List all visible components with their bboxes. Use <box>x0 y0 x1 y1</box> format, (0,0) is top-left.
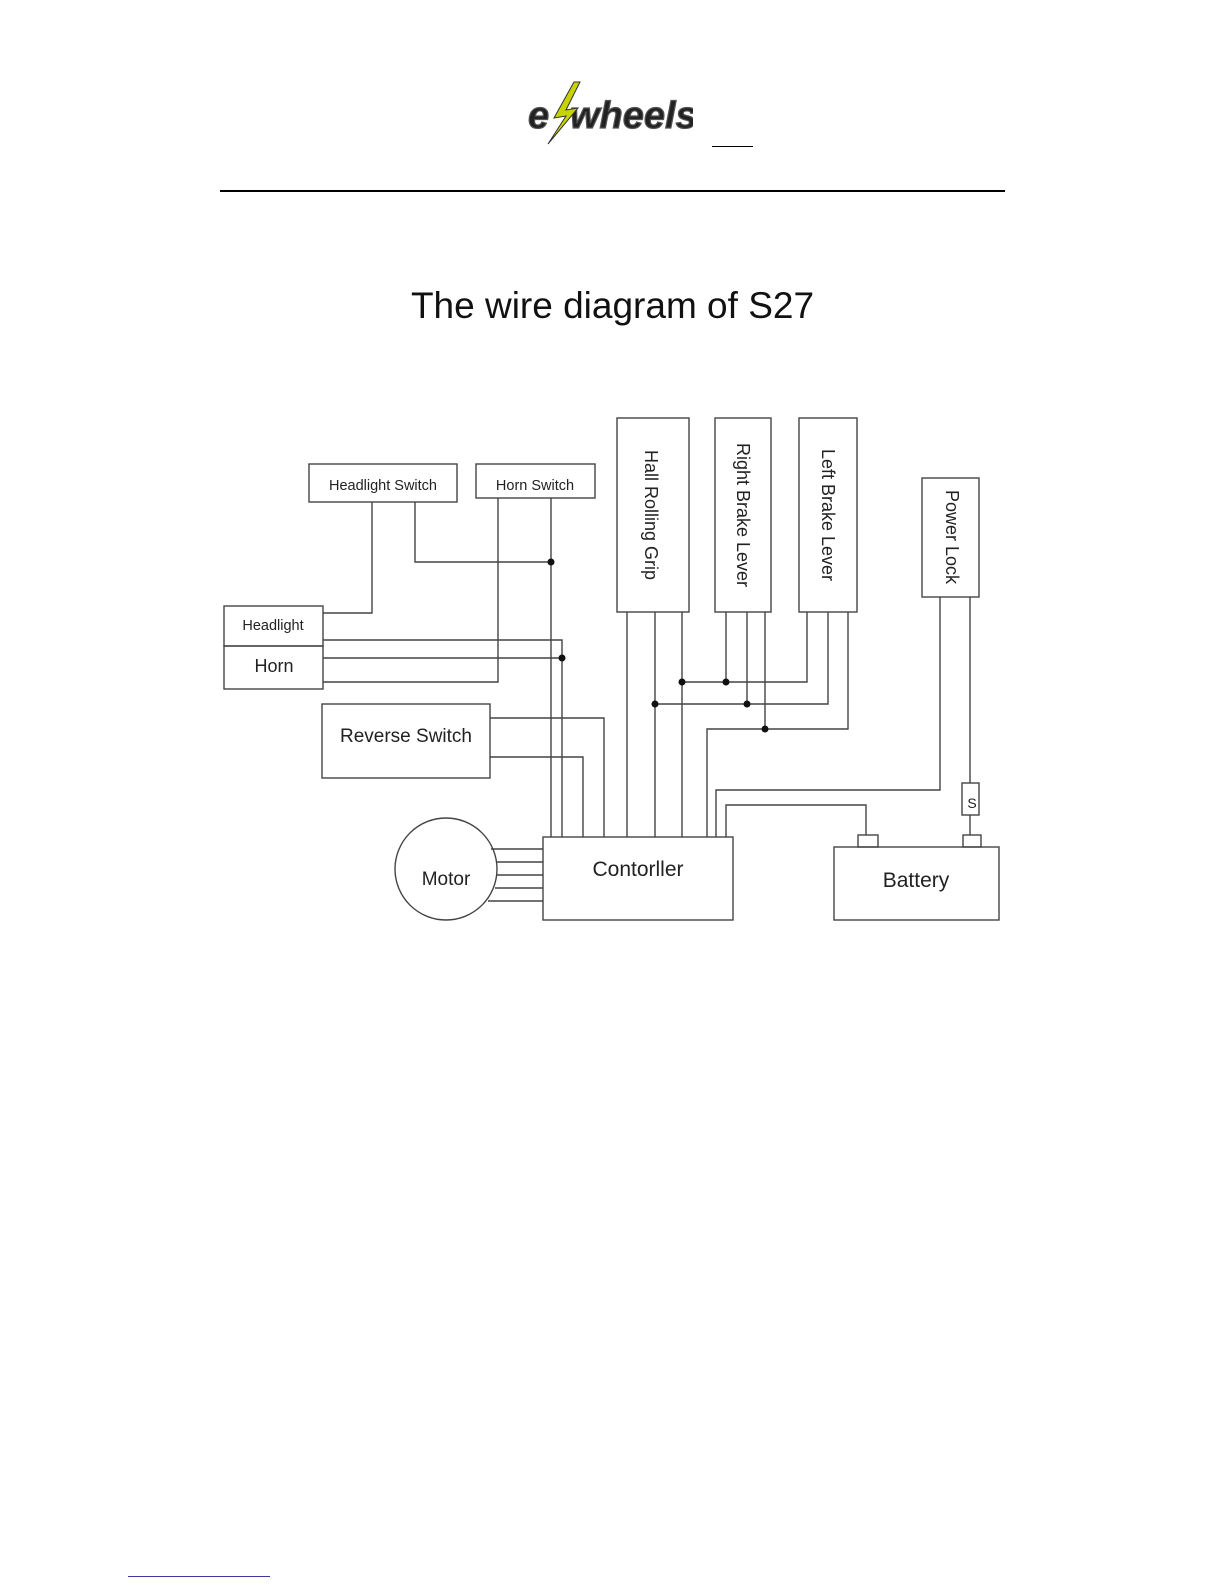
reverse-switch-label: Reverse Switch <box>340 726 472 747</box>
battery-terminal-left <box>858 835 878 847</box>
battery-label: Battery <box>883 869 950 892</box>
battery-terminal-right <box>963 835 981 847</box>
fuse-label: S <box>967 795 976 811</box>
headlight-label: Headlight <box>242 618 303 634</box>
power-lock-label: Power Lock <box>942 490 962 585</box>
headlight-switch-label: Headlight Switch <box>329 478 437 494</box>
left-brake-lever-label: Left Brake Lever <box>818 449 838 581</box>
controller-label: Contorller <box>592 858 683 881</box>
horn-switch-label: Horn Switch <box>496 478 574 494</box>
motor-label: Motor <box>422 869 471 890</box>
hall-rolling-grip-label: Hall Rolling Grip <box>641 450 661 580</box>
right-brake-lever-label: Right Brake Lever <box>733 443 753 587</box>
footer-link-underline <box>128 1576 270 1577</box>
horn-label: Horn <box>254 656 293 676</box>
